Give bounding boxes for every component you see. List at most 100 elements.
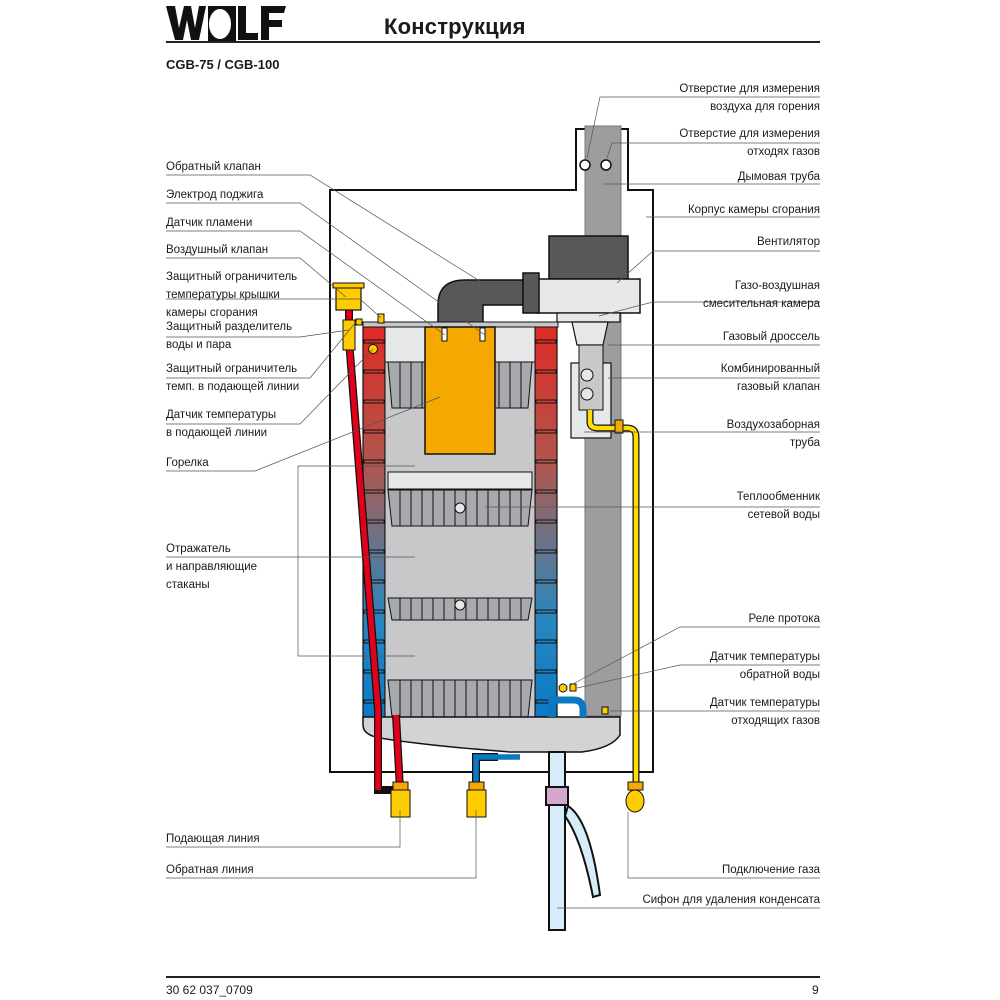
label-line: Обратная линия [166, 864, 254, 876]
label-line: Подключение газа [722, 864, 820, 876]
label-reflector-guide-cups: Отражатель и направляющие стаканы [166, 540, 257, 594]
label-line: Защитный ограничитель [166, 271, 298, 283]
burner-shape [424, 326, 496, 455]
leader-line [568, 626, 820, 687]
label-line: камеры сгорания [166, 307, 258, 319]
label-line: стаканы [166, 579, 210, 591]
leader-line [166, 298, 382, 319]
label-line: Отверстие для измерения [679, 83, 820, 95]
label-line: Теплообменник [736, 491, 820, 503]
air-valve-shape [335, 285, 362, 311]
siphon-hose [563, 804, 602, 899]
cover-limiter-shape [377, 313, 385, 324]
label-return-line: Обратная линия [166, 861, 254, 879]
air-duct-elbow [437, 279, 524, 328]
air-test-port-icon [579, 159, 591, 171]
heat-exchanger-rib [363, 369, 385, 374]
gas-valve-fitting [625, 789, 645, 813]
heat-exchanger-rib [535, 369, 557, 374]
label-line: Обратный клапан [166, 161, 261, 173]
label-supply-line: Подающая линия [166, 830, 260, 848]
label-combustion-air-test-port: Отверстие для измерения воздуха для горен… [679, 80, 820, 116]
label-line: Газовый дроссель [722, 331, 820, 343]
label-fan: Вентилятор [757, 233, 820, 251]
label-flow-switch: Реле протока [749, 610, 820, 628]
leader-line [576, 664, 820, 689]
heat-exchanger-rib [363, 399, 385, 404]
heat-exchanger-rib [363, 339, 385, 344]
leader-line [166, 348, 374, 425]
label-line: Воздухозаборная [726, 419, 820, 431]
document-number: 30 62 037_0709 [166, 983, 253, 997]
condensate-siphon-pipe [548, 751, 566, 931]
label-line: отходях газов [747, 146, 820, 158]
mixing-chamber-shape [535, 278, 641, 314]
leader-line [297, 466, 415, 657]
label-line: Корпус камеры сгорания [687, 204, 820, 216]
label-ignition-electrode: Электрод поджига [166, 186, 263, 204]
leader-line [586, 96, 820, 159]
label-line: сетевой воды [747, 509, 820, 521]
label-line: и направляющие [166, 561, 258, 573]
label-line: Сифон для удаления конденсата [642, 894, 820, 906]
water-separator-shape [342, 319, 356, 351]
label-line: Комбинированный [720, 363, 820, 375]
heat-exchanger-rib [535, 639, 557, 644]
heat-exchanger-rib [535, 459, 557, 464]
label-line: Воздушный клапан [166, 244, 269, 256]
leader-line [166, 321, 357, 379]
heat-exchanger-rib [535, 429, 557, 434]
leader-line [166, 810, 477, 879]
label-supply-temp-limiter: Защитный ограничитель темп. в подающей ли… [166, 360, 299, 396]
flue-temp-sensor-shape [601, 706, 609, 715]
leader-line [166, 257, 347, 298]
leader-line [616, 250, 820, 284]
label-heat-exchanger: Теплообменник сетевой воды [737, 488, 820, 524]
label-line: Электрод поджига [166, 189, 264, 201]
label-line: Реле протока [748, 613, 820, 625]
heat-exchanger-rib [535, 339, 557, 344]
leader-line [166, 396, 441, 472]
label-line: Отражатель [166, 543, 231, 555]
model-subtitle: CGB-75 / CGB-100 [166, 57, 280, 72]
leader-line [606, 142, 820, 159]
heat-exchanger-rib [535, 549, 557, 554]
label-line: Газо-воздушная [734, 280, 820, 292]
leader-line [166, 202, 486, 336]
flue-test-port-icon [600, 159, 612, 171]
heat-exchanger-rib [535, 579, 557, 584]
label-line: темп. в подающей линии [166, 381, 300, 393]
label-gas-connection: Подключение газа [722, 861, 820, 879]
label-non-return-valve: Обратный клапан [166, 158, 261, 176]
label-line: труба [789, 437, 820, 449]
label-condensate-siphon: Сифон для удаления конденсата [642, 891, 820, 909]
heat-exchanger-rib [535, 609, 557, 614]
leader-line [598, 301, 820, 317]
label-line: отходящих газов [731, 715, 820, 727]
label-flue-pipe: Дымовая труба [738, 168, 820, 186]
page-number: 9 [812, 983, 819, 997]
leader-line [166, 329, 350, 338]
leader-line [166, 230, 446, 336]
heat-exchanger-rib [363, 459, 385, 464]
heat-exchanger-rib [363, 429, 385, 434]
heat-exchanger-rib [535, 669, 557, 674]
label-line: Защитный разделитель [166, 321, 293, 333]
label-air-intake-pipe: Воздухозаборная труба [727, 416, 820, 452]
label-combustion-chamber-casing: Корпус камеры сгорания [688, 201, 820, 219]
flow-switch-shape [558, 683, 568, 693]
label-line: Датчик температуры [709, 651, 820, 663]
heat-exchanger-rib [535, 519, 557, 524]
heat-exchanger-rib [535, 399, 557, 404]
label-line: Вентилятор [757, 236, 820, 248]
label-line: в подающей линии [166, 427, 268, 439]
label-line: воздуха для горения [710, 101, 820, 113]
label-line: воды и пара [166, 339, 232, 351]
label-line: Защитный ограничитель [166, 363, 298, 375]
label-line: Дымовая труба [737, 171, 820, 183]
